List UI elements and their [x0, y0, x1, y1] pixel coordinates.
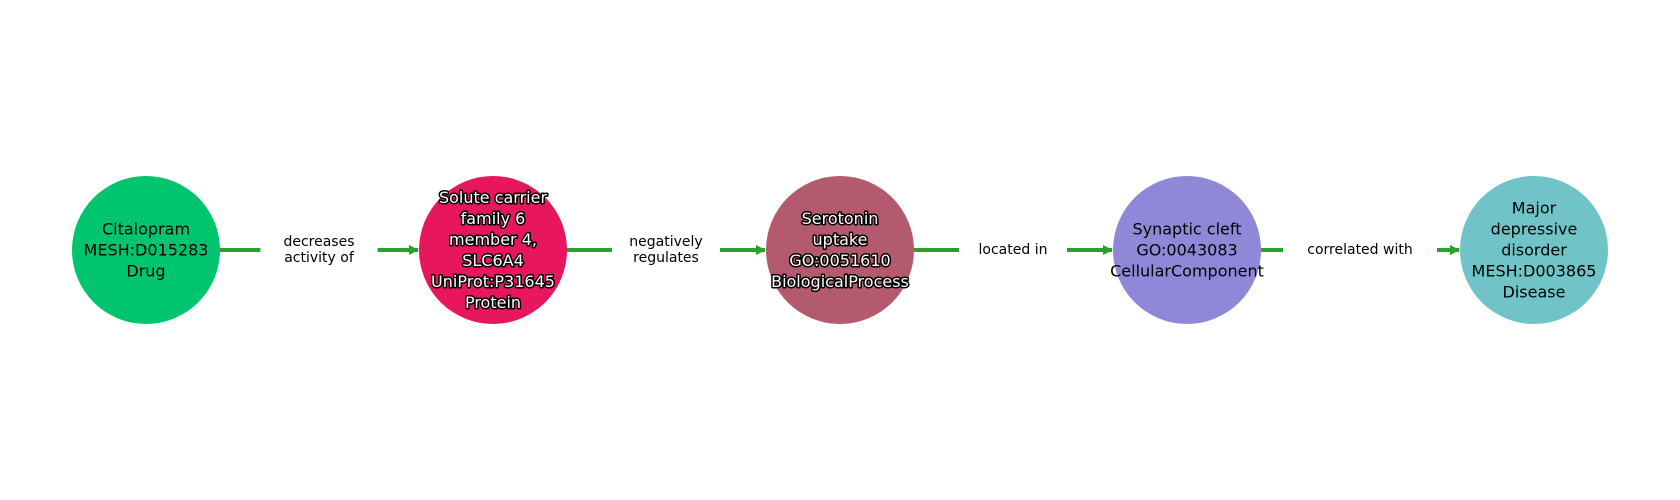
- node-label: CellularComponent: [1110, 262, 1264, 281]
- node-circle[interactable]: [419, 176, 567, 324]
- node-label: Drug: [126, 262, 165, 281]
- edge-label: negatively: [629, 234, 702, 250]
- node-label: UniProt:P31645: [431, 272, 555, 291]
- edge-synaptic-cleft-to-major-depressive-disorder: correlated with: [1261, 242, 1460, 258]
- node-synaptic-cleft[interactable]: Synaptic cleftGO:0043083CellularComponen…: [1110, 176, 1264, 324]
- node-label: MESH:D003865: [1472, 262, 1597, 281]
- node-label: uptake: [813, 230, 868, 249]
- node-label: Synaptic cleft: [1132, 220, 1241, 239]
- node-label: Serotonin: [802, 209, 879, 228]
- edge-label: regulates: [633, 250, 699, 266]
- node-label: MESH:D015283: [84, 241, 209, 260]
- node-label: BiologicalProcess: [771, 272, 909, 291]
- node-major-depressive-disorder[interactable]: Major depressive disorderMESH:D003865Disea…: [1460, 176, 1608, 324]
- edge-label: activity of: [284, 250, 355, 266]
- node-label: Solute carrier: [439, 188, 548, 207]
- edge-label: located in: [979, 242, 1048, 258]
- node-slc6a4[interactable]: Solute carrier family 6 member 4, SLC6A4Uni…: [419, 176, 567, 324]
- node-label: Disease: [1503, 283, 1566, 302]
- node-label: GO:0051610: [789, 251, 890, 270]
- edge-serotonin-uptake-to-synaptic-cleft: located in: [914, 242, 1113, 258]
- node-label: member 4,: [449, 230, 537, 249]
- node-label: family 6: [461, 209, 526, 228]
- node-label: GO:0043083: [1136, 241, 1237, 260]
- node-label: depressive: [1491, 220, 1578, 239]
- node-circle[interactable]: [1460, 176, 1608, 324]
- node-label: Protein: [465, 293, 521, 312]
- node-label: SLC6A4: [462, 251, 524, 270]
- node-label: Major: [1512, 199, 1557, 218]
- node-label: disorder: [1501, 241, 1567, 260]
- node-label: Citalopram: [102, 220, 190, 239]
- edge-label: decreases: [283, 234, 354, 250]
- edge-label: correlated with: [1307, 242, 1412, 258]
- node-circle[interactable]: [766, 176, 914, 324]
- node-serotonin-uptake[interactable]: Serotonin uptakeGO:0051610BiologicalProce…: [766, 176, 914, 324]
- node-circle[interactable]: [72, 176, 220, 324]
- node-circle[interactable]: [1113, 176, 1261, 324]
